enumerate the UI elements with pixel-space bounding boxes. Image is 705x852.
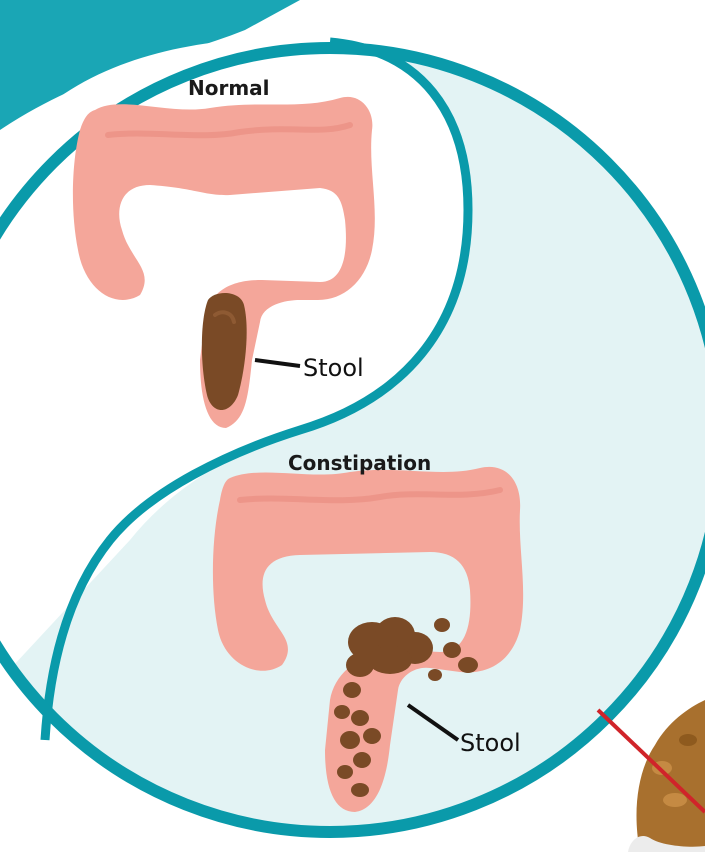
normal-stool-label: Stool	[303, 354, 364, 382]
constipation-stool-label: Stool	[460, 729, 521, 757]
constipation-title: Constipation	[288, 451, 431, 475]
food-bowl	[636, 700, 705, 852]
normal-title: Normal	[188, 76, 270, 100]
